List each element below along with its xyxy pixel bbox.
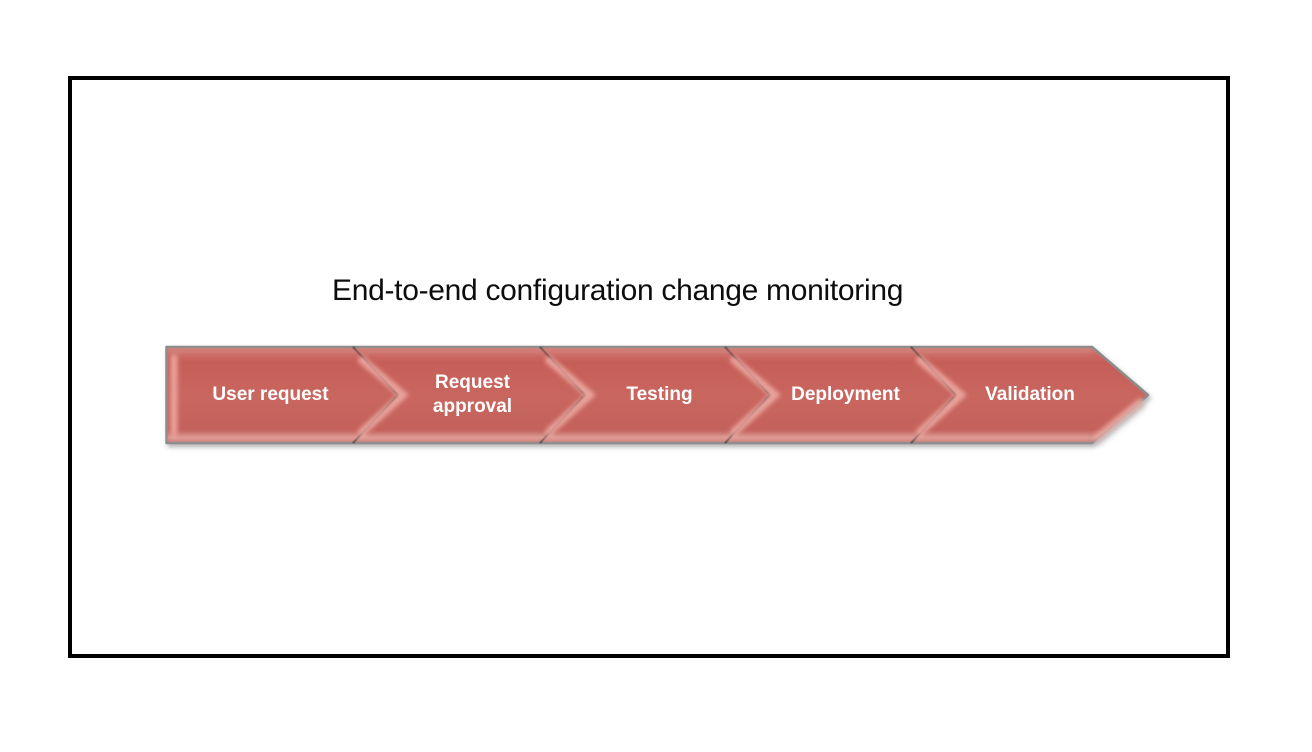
gloss-chevron-stripe bbox=[358, 356, 410, 436]
step-label-validation: Validation bbox=[985, 384, 1075, 406]
gloss-chevron-stripe bbox=[730, 356, 782, 436]
process-flow-diagram: User request Request approval Testing De… bbox=[165, 345, 1155, 445]
diagram-title: End-to-end configuration change monitori… bbox=[332, 274, 904, 307]
step-label-testing: Testing bbox=[626, 384, 693, 406]
gloss-chevron-stripe bbox=[916, 356, 968, 436]
chevron-arrow-band bbox=[165, 345, 1150, 445]
gloss-arrow-tip-edge bbox=[1092, 398, 1144, 442]
gloss-highlights bbox=[167, 349, 1144, 442]
step-label-user-request: User request bbox=[212, 384, 329, 406]
step-labels: User request Request approval Testing De… bbox=[165, 347, 1155, 443]
step-label-request-approval: Request approval bbox=[432, 372, 513, 417]
step-label-deployment: Deployment bbox=[791, 384, 900, 406]
gloss-chevron-stripe bbox=[545, 356, 597, 436]
